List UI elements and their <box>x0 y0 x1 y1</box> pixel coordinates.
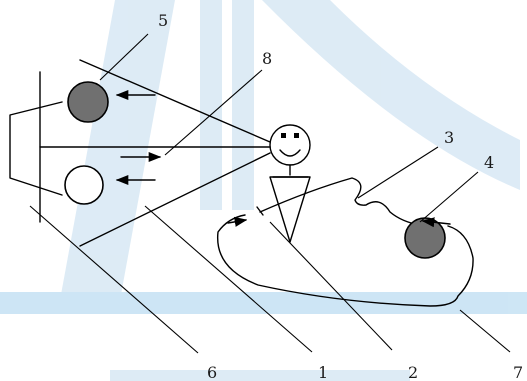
callout-5: 5 <box>158 11 168 30</box>
callout-6: 6 <box>207 363 217 381</box>
bracket <box>10 102 62 195</box>
person-head <box>270 125 310 165</box>
callout-7: 7 <box>513 363 523 381</box>
rope-line <box>260 178 420 225</box>
callout-1: 1 <box>318 363 328 381</box>
leader-1 <box>145 206 312 352</box>
leader-7 <box>460 310 510 352</box>
person-body <box>270 177 310 242</box>
person-left-eye <box>281 133 286 138</box>
person-right-eye <box>294 133 299 138</box>
leader-4 <box>420 172 478 222</box>
watermark-stripe-bottom <box>110 370 410 381</box>
person-smile <box>280 150 300 156</box>
real-ball <box>405 218 445 258</box>
rope <box>257 178 420 225</box>
callout-2: 2 <box>408 363 418 381</box>
leader-3 <box>358 147 438 198</box>
watermark-stripe <box>0 292 527 314</box>
callout-3: 3 <box>444 128 454 147</box>
callout-8: 8 <box>262 49 272 68</box>
filled-ball-image <box>68 82 108 122</box>
callout-4: 4 <box>484 153 494 172</box>
empty-ball-image <box>65 166 103 204</box>
person <box>270 125 310 242</box>
watermark-bar-2 <box>232 0 254 210</box>
watermark-shape-left <box>60 0 175 300</box>
